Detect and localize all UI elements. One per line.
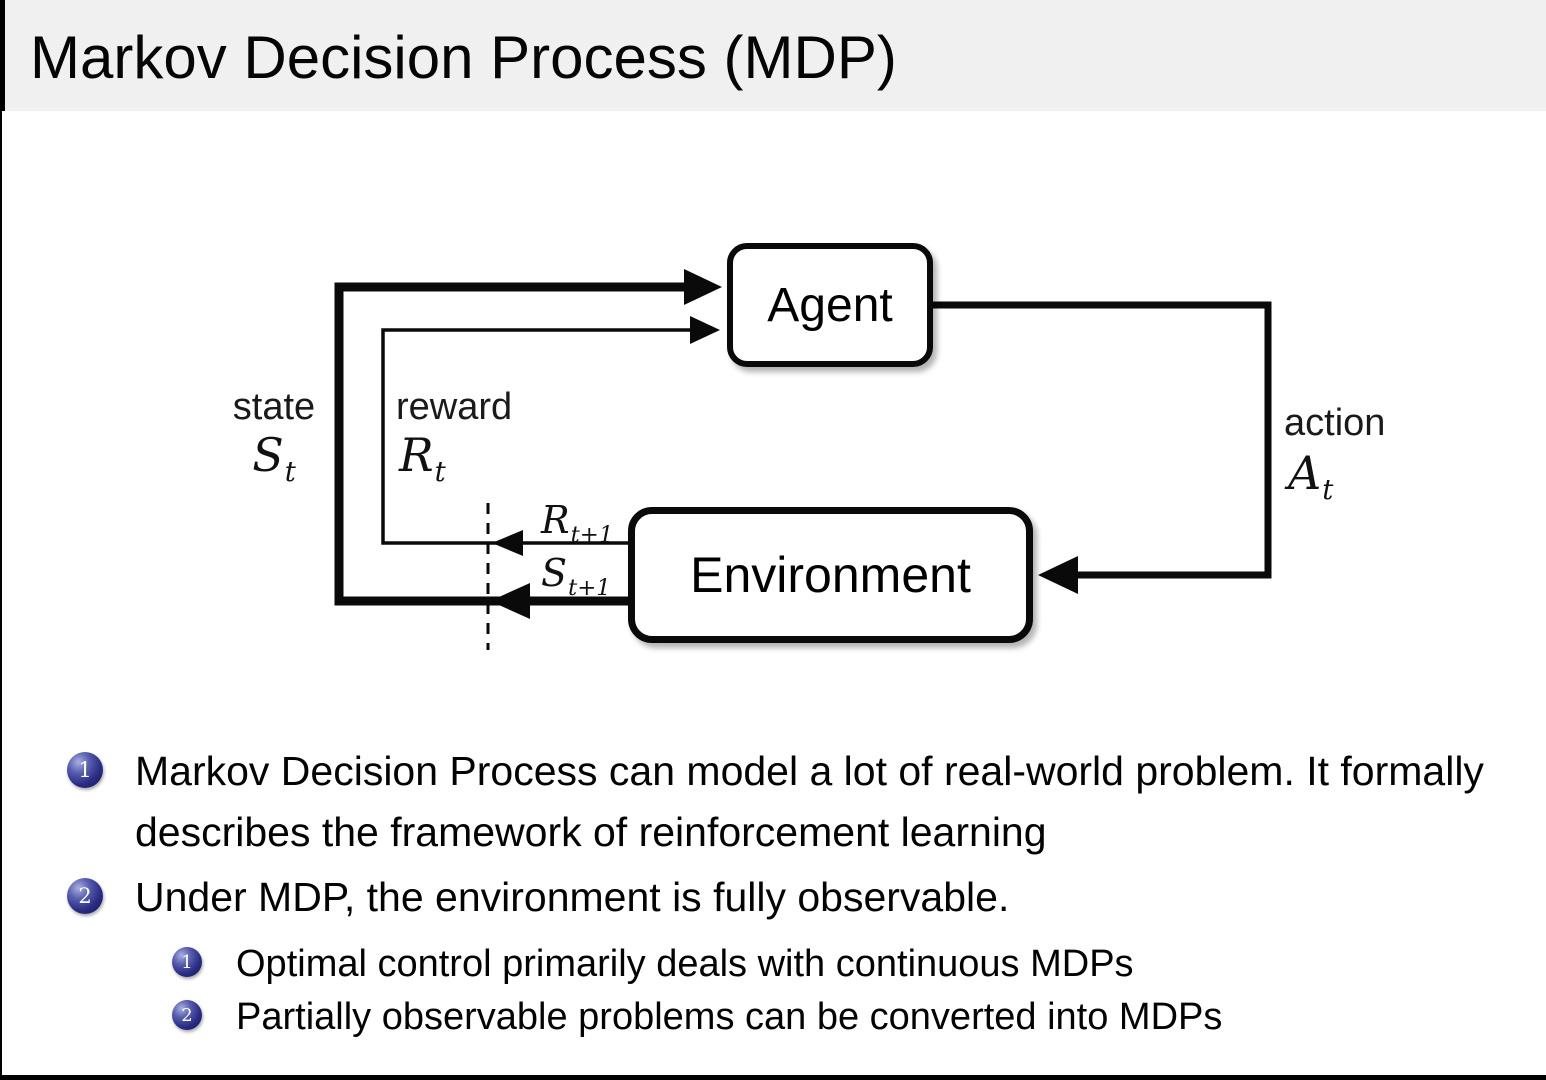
next-reward-arrowhead [492,530,523,556]
state-word-label: state [232,386,316,428]
action-arrowhead-into-environment [1038,556,1078,594]
state-symbol-subscript: t [284,455,296,489]
environment-box: Environment [628,507,1033,643]
state-symbol: St [222,428,326,488]
slide-left-border [0,0,2,1080]
reward-symbol-base: R [399,428,434,482]
action-symbol-base: A [1288,446,1322,500]
bullet-text: Markov Decision Process can model a lot … [135,748,1484,855]
page-title: Markov Decision Process (MDP) [30,24,897,91]
action-loop-path [933,301,1272,579]
next-state-arrowhead [490,583,530,619]
environment-box-label: Environment [690,547,971,603]
reward-word-label: reward [396,386,513,428]
next-reward-symbol: Rt+1 [541,498,613,548]
reward-symbol-subscript: t [434,455,446,489]
slide-bottom-border [0,1075,1546,1080]
state-arrowhead-into-agent [684,269,722,305]
next-state-symbol-base: S [541,551,568,595]
state-symbol-base: S [252,428,284,482]
bullet-marker: 2 [67,878,103,914]
sub-bullet-marker: 2 [172,1000,202,1030]
bullet-text: Under MDP, the environment is fully obse… [135,874,1010,920]
state-loop-path [334,282,696,606]
next-reward-symbol-subscript: t+1 [570,521,614,548]
sub-bullet-text: Optimal control primarily deals with con… [236,943,1134,985]
title-bar: Markov Decision Process (MDP) [0,0,1546,111]
next-reward-symbol-base: R [541,498,570,542]
sub-bullet-text: Partially observable problems can be con… [236,996,1223,1038]
bullet-marker: 1 [67,752,103,788]
agent-box-label: Agent [767,278,893,332]
action-symbol-subscript: t [1322,473,1334,507]
reward-arrowhead-into-agent [690,316,720,344]
title-bar-accent [0,0,5,111]
agent-box: Agent [727,243,933,367]
mdp-diagram: Agent Environment state St reward Rt Rt+… [222,243,1386,650]
reward-symbol: Rt [399,428,446,488]
next-state-symbol-subscript: t+1 [568,574,611,601]
diagram-arrows [334,269,1272,650]
action-word-label: action [1284,402,1386,444]
next-state-symbol: St+1 [541,551,611,601]
sub-bullet-marker: 1 [172,947,202,977]
action-symbol: At [1288,446,1333,506]
